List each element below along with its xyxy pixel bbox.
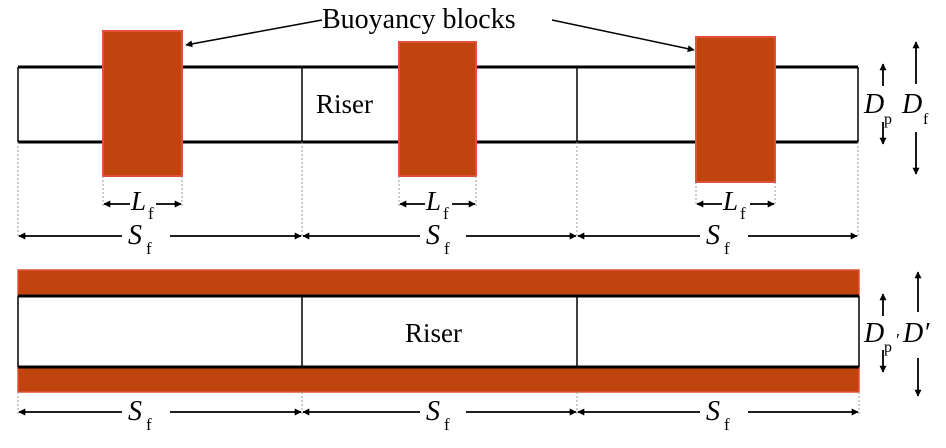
equivalent-diameter-label: D′ — [902, 318, 930, 349]
bottom-guide-lines — [17, 392, 860, 416]
lf-label-1-symbol: L — [130, 186, 146, 216]
lf-label-3-subscript: f — [740, 204, 746, 223]
bottom-dp-label-symbol: D — [863, 318, 884, 349]
top-riser-label: Riser — [316, 89, 373, 119]
top-sf-label-3-symbol: S — [706, 220, 720, 251]
buoyancy-block-2 — [398, 41, 477, 177]
top-sf-label-2-subscript: f — [444, 239, 450, 258]
top-sf-label-1-symbol: S — [128, 220, 142, 251]
lf-label-1-subscript: f — [148, 204, 154, 223]
top-sf-dimension-1: S f — [18, 220, 302, 258]
buoyancy-blocks-callout: Buoyancy blocks — [322, 4, 516, 35]
bottom-sf-label-1-subscript: f — [146, 415, 152, 434]
top-sf-label-1-subscript: f — [146, 239, 152, 258]
top-df-label-subscript: f — [923, 111, 929, 128]
bottom-dp-prime-mark: ′ — [896, 330, 900, 350]
buoyancy-block-3 — [695, 36, 776, 183]
buoyancy-block-1 — [102, 30, 183, 177]
bottom-sf-dimension-2: S f — [302, 396, 577, 434]
top-sf-label-3-subscript: f — [724, 239, 730, 258]
bottom-sf-label-3-symbol: S — [706, 396, 720, 427]
top-dp-label-subscript: p — [884, 111, 892, 128]
top-guide-lines — [17, 142, 859, 238]
lf-dimension-3: L f — [696, 186, 775, 223]
lf-label-3-symbol: L — [722, 186, 738, 216]
top-sf-label-2-symbol: S — [426, 220, 440, 251]
lf-dimension-1: L f — [103, 186, 182, 223]
bottom-sf-dimension-3: S f — [577, 396, 859, 434]
callout-arrow-left — [185, 19, 323, 48]
top-df-label-symbol: D — [901, 89, 922, 120]
bottom-dp-label-subscript: p — [884, 339, 892, 356]
lf-label-2-subscript: f — [443, 204, 449, 223]
callout-arrow-right — [551, 19, 695, 53]
bottom-sf-label-2-symbol: S — [426, 396, 440, 427]
bottom-buoyancy-layer-bottom — [17, 366, 860, 393]
bottom-sf-label-2-subscript: f — [444, 415, 450, 434]
bottom-riser-label: Riser — [405, 318, 462, 348]
lf-label-2-symbol: L — [425, 186, 441, 216]
lf-dimension-2: L f — [399, 186, 476, 223]
top-sf-dimension-3: S f — [577, 220, 858, 258]
top-figure: Buoyancy blocks Riser L f L — [17, 4, 929, 258]
bottom-figure: Riser S f S f S f — [17, 269, 930, 434]
bottom-sf-label-3-subscript: f — [724, 415, 730, 434]
bottom-sf-dimension-1: S f — [18, 396, 302, 434]
top-sf-dimension-2: S f — [302, 220, 577, 258]
bottom-buoyancy-layer-top — [17, 269, 860, 296]
bottom-sf-label-1-symbol: S — [128, 396, 142, 427]
top-dp-label-symbol: D — [863, 89, 884, 120]
